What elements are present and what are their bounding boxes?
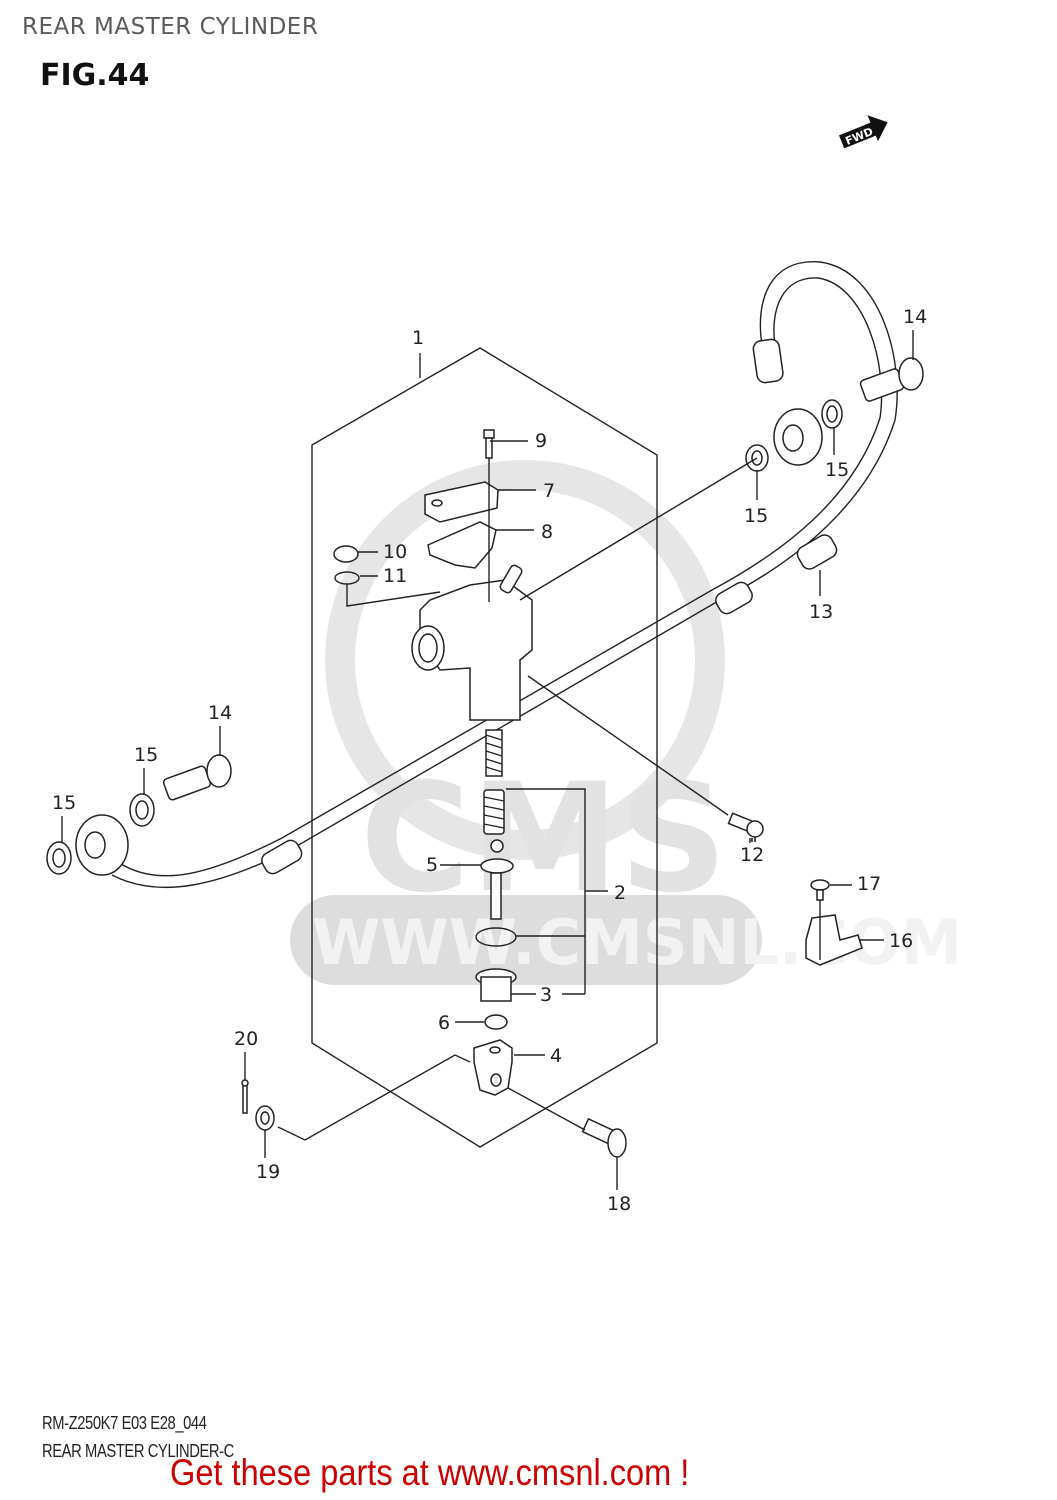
reservoir-cap	[424, 481, 499, 523]
banjo-bolt-lower	[162, 754, 232, 801]
clevis	[473, 1039, 513, 1096]
callout-12: 12	[740, 844, 764, 866]
diagram-name: REAR MASTER CYLINDER-C	[42, 1441, 234, 1461]
callout-10: 10	[383, 541, 407, 563]
callout-15: 15	[134, 744, 158, 766]
clevis-pin	[581, 1117, 627, 1158]
pushrod	[480, 839, 514, 920]
callout-20: 20	[234, 1028, 258, 1050]
callout-1: 1	[412, 327, 424, 349]
assembly-outline	[311, 347, 658, 1148]
callout-6: 6	[438, 1012, 450, 1034]
watermark: CMS WWW.CMSNL.COM	[290, 460, 962, 985]
callout-2: 2	[614, 882, 626, 904]
callout-18: 18	[607, 1193, 631, 1215]
cotter-pin	[241, 1079, 249, 1114]
callout-9: 9	[535, 430, 547, 452]
callout-14: 14	[903, 306, 927, 328]
callout-19: 19	[256, 1161, 280, 1183]
fwd-badge: FWD	[838, 115, 888, 149]
cap-bolt	[483, 429, 495, 459]
master-cylinder-body	[411, 564, 533, 721]
nut	[484, 1014, 508, 1030]
callout-15: 15	[52, 792, 76, 814]
callout-17: 17	[857, 873, 881, 895]
diaphragm	[427, 521, 497, 569]
boot	[475, 968, 517, 1002]
brake-hose	[75, 261, 898, 889]
circlip	[475, 927, 517, 947]
watermark-url: WWW.CMSNL.COM	[312, 906, 962, 979]
callout-7: 7	[543, 480, 555, 502]
leader-lines	[61, 330, 914, 1190]
diagram-code: RM-Z250K7 E03 E28_044	[42, 1413, 207, 1433]
mounting-bolt	[727, 812, 764, 838]
promo-link[interactable]: Get these parts at www.cmsnl.com !	[170, 1452, 690, 1493]
banjo-bolt-upper	[859, 357, 924, 402]
callout-13: 13	[809, 601, 833, 623]
callout-5: 5	[426, 854, 438, 876]
page-title: REAR MASTER CYLINDER	[22, 14, 319, 40]
callout-3: 3	[540, 984, 552, 1006]
piston-spring	[483, 729, 505, 835]
callout-4: 4	[550, 1045, 562, 1067]
fwd-label: FWD	[843, 125, 875, 148]
callout-16: 16	[889, 930, 913, 952]
callout-15: 15	[744, 505, 768, 527]
callout-8: 8	[541, 521, 553, 543]
callout-11: 11	[383, 565, 407, 587]
callout-14: 14	[208, 702, 232, 724]
figure-number: FIG.44	[40, 58, 150, 93]
callout-15: 15	[825, 459, 849, 481]
reservoir-plug	[333, 545, 359, 563]
